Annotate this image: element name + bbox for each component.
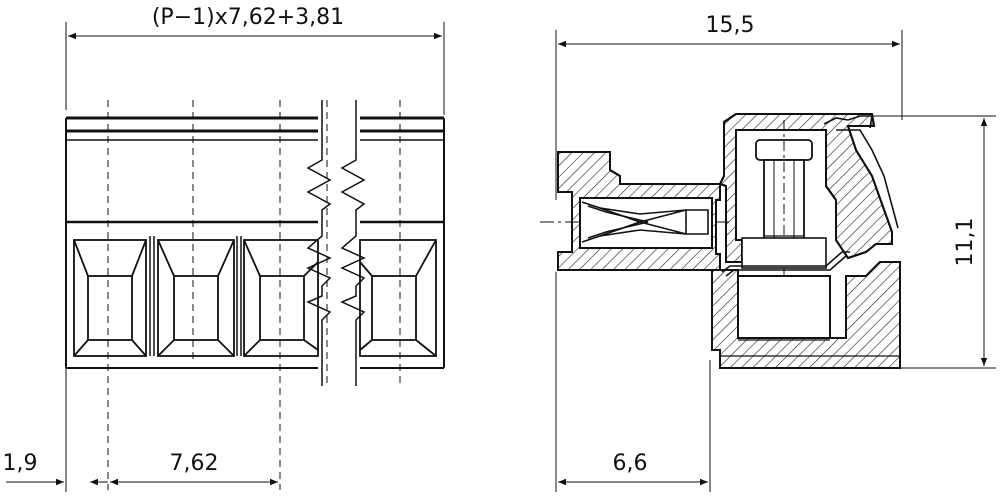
housing-section bbox=[718, 113, 893, 263]
front-view: (P−1)x7,62+3,81 bbox=[3, 5, 445, 492]
dim-pitch-label: 7,62 bbox=[170, 451, 219, 476]
release-lever bbox=[823, 115, 899, 229]
cavity-3 bbox=[243, 239, 319, 357]
top-rail bbox=[66, 116, 444, 141]
dim-length: 15,5 bbox=[555, 13, 903, 200]
dim-pitch: 7,62 bbox=[110, 451, 278, 486]
dim-edge: 1,9 bbox=[3, 368, 108, 492]
dim-length-label: 15,5 bbox=[706, 13, 755, 38]
dim-offset: 6,6 bbox=[555, 272, 711, 492]
dim-height-label: 11,1 bbox=[953, 218, 978, 267]
clamp-screw bbox=[755, 120, 813, 280]
dim-height: 11,1 bbox=[860, 115, 996, 369]
cavity-1 bbox=[73, 239, 147, 357]
pitch-centerlines bbox=[107, 100, 401, 490]
dim-total-label: (P−1)x7,62+3,81 bbox=[152, 5, 344, 30]
dim-offset-label: 6,6 bbox=[613, 451, 648, 476]
front-body-outline bbox=[65, 118, 445, 369]
break-lines bbox=[306, 100, 366, 386]
clamp-frame bbox=[721, 237, 850, 277]
side-view: 15,5 11,1 6,6 bbox=[540, 13, 996, 492]
cavity-2 bbox=[157, 239, 235, 357]
cavity-4 bbox=[359, 239, 437, 357]
cavity-dividers bbox=[149, 236, 242, 356]
dim-edge-label: 1,9 bbox=[3, 451, 38, 476]
contact-spring bbox=[581, 201, 709, 243]
dim-total-width: (P−1)x7,62+3,81 bbox=[65, 5, 445, 115]
wire-entry-section bbox=[557, 151, 721, 271]
housing-lower bbox=[711, 261, 901, 369]
